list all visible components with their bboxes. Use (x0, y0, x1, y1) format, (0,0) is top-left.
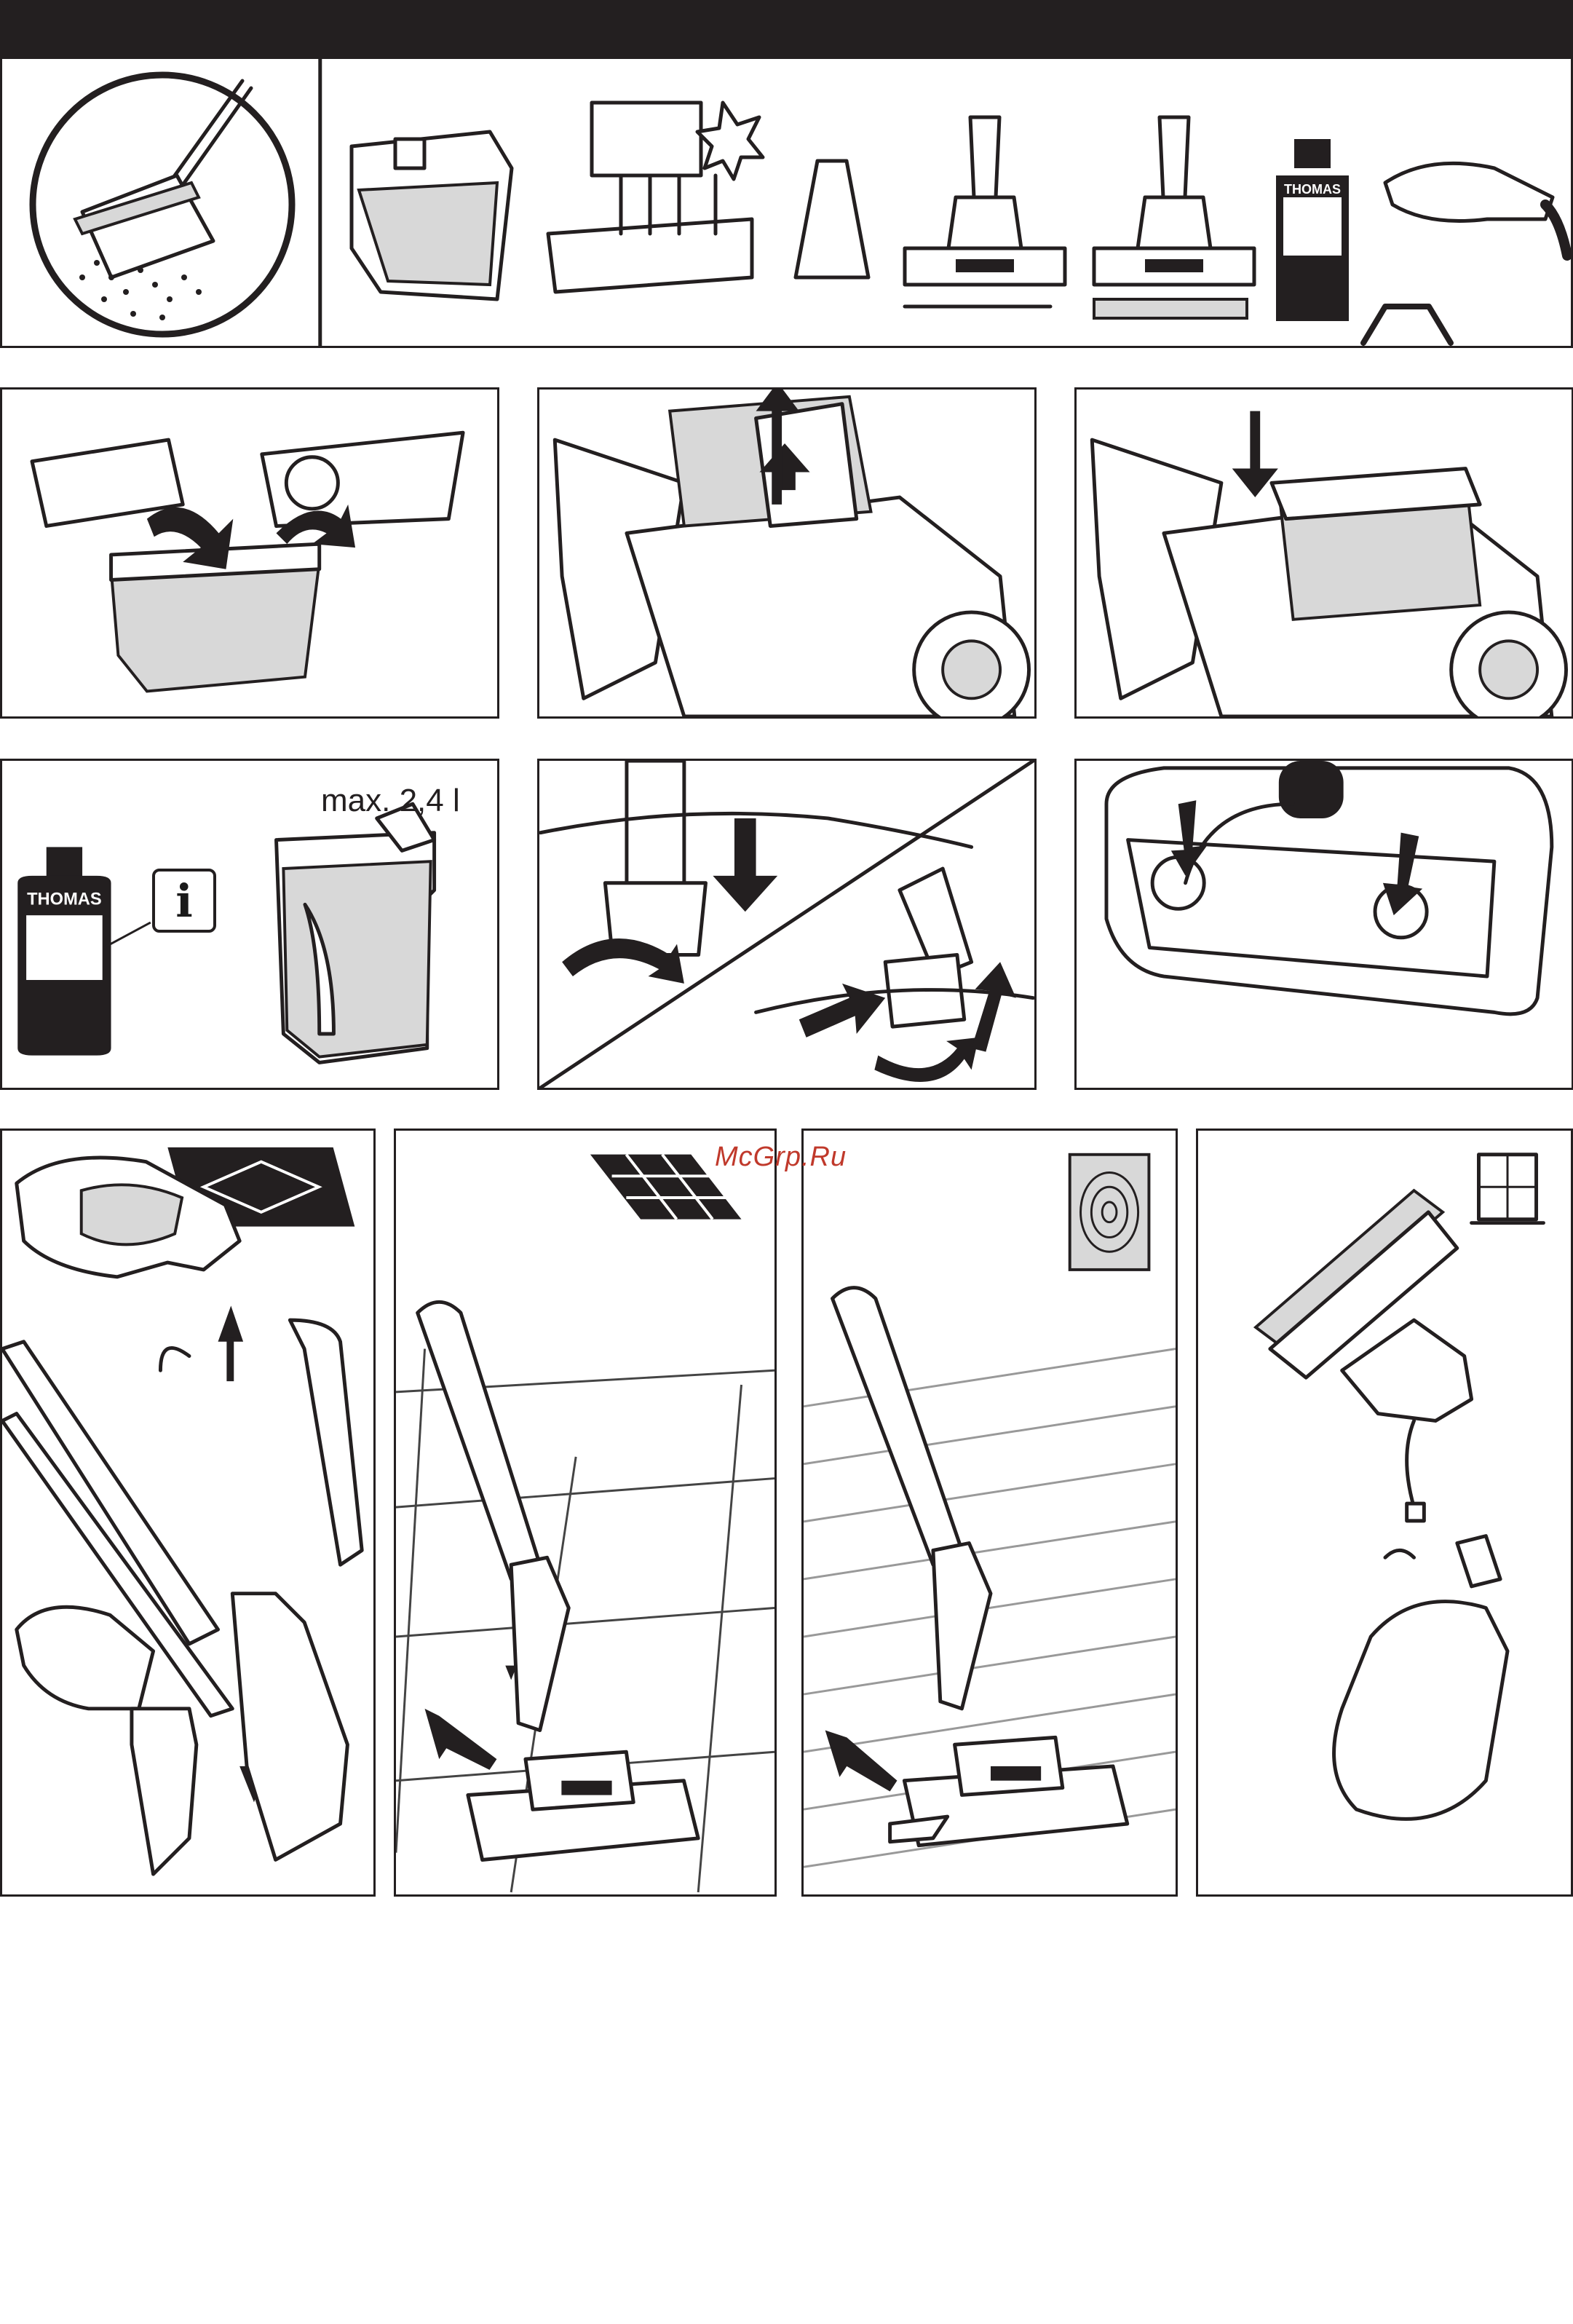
bottle-brand-label-2: THOMAS (27, 890, 102, 909)
step-wood-floor (801, 1129, 1178, 1897)
step-insert-tank (1074, 387, 1573, 719)
step-hard-floor (394, 1129, 777, 1897)
step-assemble-handle (0, 1129, 376, 1897)
wood-icon (1070, 1155, 1149, 1270)
filter-insert-icon (534, 88, 766, 321)
step-window-nozzle (1196, 1129, 1573, 1897)
info-icon: i (152, 869, 216, 933)
step-remove-filter (537, 387, 1037, 719)
spray-nozzle-circle-icon (2, 59, 322, 348)
step-connect-power (1074, 759, 1573, 1090)
handle-hose-icon (1371, 139, 1573, 285)
floor-nozzle-carpet-icon (1079, 110, 1269, 328)
window-icon (1472, 1155, 1544, 1223)
floor-nozzle-hard-icon (890, 110, 1079, 328)
clip-icon (1356, 292, 1458, 348)
header-bar (0, 0, 1573, 58)
bottle-brand-label: THOMAS (1284, 182, 1341, 197)
detergent-bottle-icon: THOMAS (1269, 139, 1356, 328)
crevice-nozzle-icon (788, 154, 876, 299)
step-fill-water: THOMAS i max. 2,4 l (0, 759, 499, 1090)
accessories-panel: THOMAS (0, 57, 1573, 348)
water-tank-icon (337, 103, 526, 321)
watermark-text: McGrp.Ru (715, 1142, 847, 1173)
step-attach-hose (537, 759, 1037, 1090)
fill-level-label: max. 2,4 l (321, 783, 460, 819)
step-tank-assembly (0, 387, 499, 719)
